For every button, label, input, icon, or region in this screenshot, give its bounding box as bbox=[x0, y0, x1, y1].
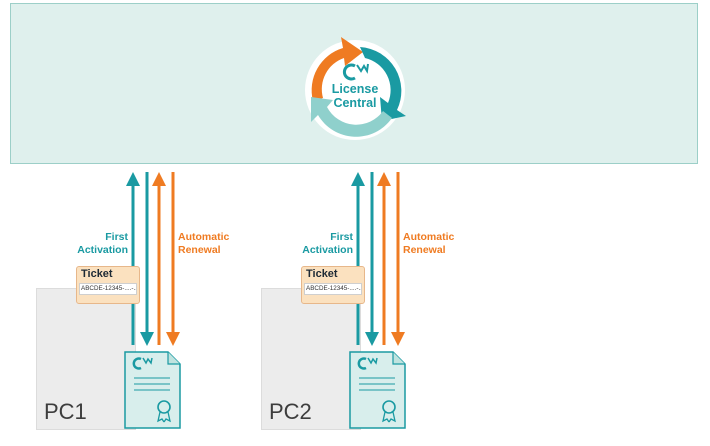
ticket-title: Ticket bbox=[306, 268, 338, 280]
automatic-renewal-label-pc2: Automatic Renewal bbox=[403, 231, 473, 257]
license-central-title-line1: License bbox=[331, 82, 379, 96]
pc2-box: PC2 bbox=[261, 288, 361, 430]
automatic-renewal-line2: Renewal bbox=[178, 244, 221, 256]
arrow-down-icon bbox=[166, 332, 180, 346]
arrow-up-icon bbox=[152, 172, 166, 186]
first-activation-label-pc1: First Activation bbox=[64, 231, 128, 257]
license-central-logo-icon bbox=[305, 37, 406, 140]
ticket-code: ABCDE-12345-....-.... bbox=[304, 283, 362, 295]
arrow-up-icon bbox=[377, 172, 391, 186]
certificate-icon bbox=[124, 351, 181, 429]
first-activation-line2: Activation bbox=[77, 244, 128, 256]
pc2-arrows bbox=[351, 172, 405, 346]
arrow-up-icon bbox=[351, 172, 365, 186]
arrow-down-icon bbox=[140, 332, 154, 346]
pc1-label: PC1 bbox=[44, 399, 87, 424]
ticket-pc1: Ticket ABCDE-12345-....-.... bbox=[76, 266, 140, 304]
pc1-box: PC1 bbox=[36, 288, 136, 430]
pc1-arrows bbox=[126, 172, 180, 346]
arrow-up-icon bbox=[126, 172, 140, 186]
ticket-pc2: Ticket ABCDE-12345-....-.... bbox=[301, 266, 365, 304]
automatic-renewal-line1: Automatic bbox=[178, 231, 230, 243]
automatic-renewal-line1: Automatic bbox=[403, 231, 455, 243]
certificate-icon bbox=[349, 351, 406, 429]
arrow-down-icon bbox=[391, 332, 405, 346]
ticket-code: ABCDE-12345-....-.... bbox=[79, 283, 137, 295]
automatic-renewal-line2: Renewal bbox=[403, 244, 446, 256]
first-activation-line1: First bbox=[330, 231, 353, 243]
first-activation-line1: First bbox=[105, 231, 128, 243]
ticket-title: Ticket bbox=[81, 268, 113, 280]
first-activation-line2: Activation bbox=[302, 244, 353, 256]
pc2-label: PC2 bbox=[269, 399, 312, 424]
first-activation-label-pc2: First Activation bbox=[289, 231, 353, 257]
automatic-renewal-label-pc1: Automatic Renewal bbox=[178, 231, 248, 257]
arrow-down-icon bbox=[365, 332, 379, 346]
license-central-title-line2: Central bbox=[333, 96, 377, 110]
